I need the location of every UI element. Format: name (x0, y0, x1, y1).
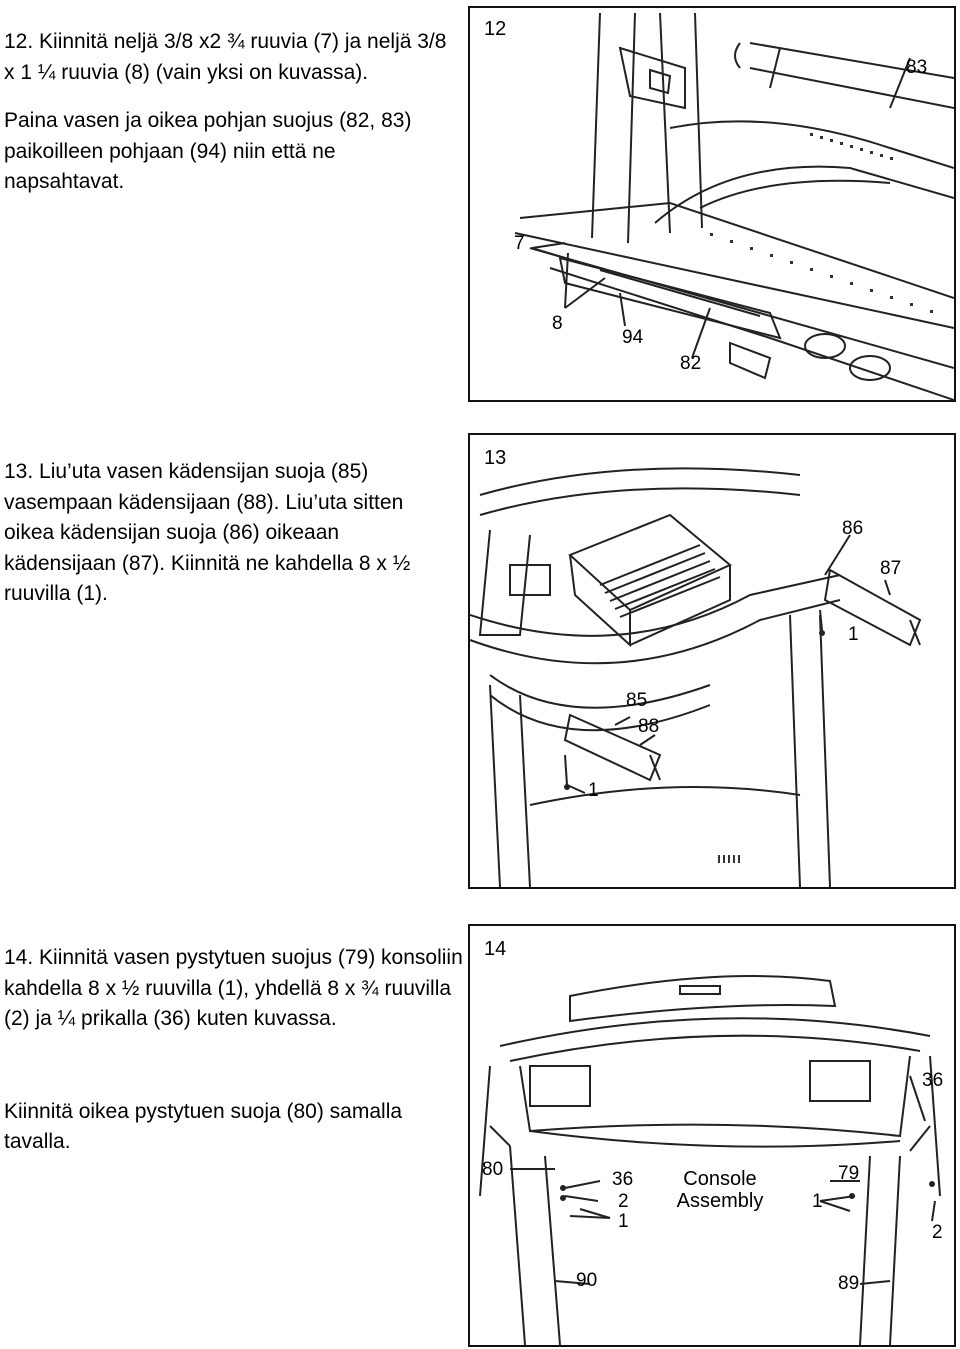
callout-85: 85 (626, 690, 648, 711)
step-12-paragraph-2: Paina vasen ja oikea pohjan suojus (82, … (4, 109, 412, 193)
callout-2-right: 2 (932, 1222, 943, 1243)
console-assembly-label: Console Assembly (670, 1168, 770, 1212)
callout-87: 87 (880, 558, 902, 579)
callout-7: 7 (514, 233, 525, 254)
callout-36-left: 36 (612, 1169, 634, 1190)
console-label-line-1: Console (683, 1168, 757, 1190)
figure-13: 13 86 87 1 85 88 1 (468, 433, 956, 889)
callout-83: 83 (906, 57, 928, 78)
callout-86: 86 (842, 518, 864, 539)
callout-79: 79 (838, 1163, 860, 1184)
figure-14-number: 14 (484, 938, 507, 960)
figure-12: 12 83 7 8 94 82 (468, 6, 956, 402)
callout-94: 94 (622, 327, 644, 348)
callout-89: 89 (838, 1273, 860, 1294)
figure-13-number: 13 (484, 447, 507, 469)
step-12-instructions: 12. Kiinnitä neljä 3/8 x2 ¾ ruuvia (7) j… (4, 27, 454, 198)
callout-1-left: 1 (618, 1211, 629, 1232)
figure-12-drawing (514, 12, 954, 400)
callout-2-left: 2 (618, 1191, 629, 1212)
step-13-paragraph-1: 13. Liu’uta vasen kädensijan suoja (85) … (4, 460, 411, 605)
step-13-instructions: 13. Liu’uta vasen kädensijan suoja (85) … (4, 457, 454, 610)
figure-13-drawing (470, 467, 922, 887)
callout-1-right: 1 (848, 624, 859, 645)
figure-14-drawing (479, 975, 941, 1345)
callout-88: 88 (638, 716, 660, 737)
step-14-paragraph-1: 14. Kiinnitä vasen pystytuen suojus (79)… (4, 946, 463, 1030)
callout-1-right: 1 (812, 1191, 823, 1212)
step-12-paragraph-1: 12. Kiinnitä neljä 3/8 x2 ¾ ruuvia (7) j… (4, 30, 447, 84)
callout-36-right: 36 (922, 1070, 944, 1091)
figure-14: 14 36 80 36 2 1 Console Assembly 79 1 2 … (468, 924, 956, 1347)
step-14-paragraph-2: Kiinnitä oikea pystytuen suoja (80) sama… (4, 1099, 403, 1154)
callout-80: 80 (482, 1159, 504, 1180)
callout-82: 82 (680, 353, 702, 374)
step-14-instructions: 14. Kiinnitä vasen pystytuen suojus (79)… (4, 943, 464, 1158)
console-label-line-2: Assembly (676, 1190, 764, 1212)
callout-8: 8 (552, 313, 563, 334)
callout-90: 90 (576, 1270, 598, 1291)
figure-12-number: 12 (484, 18, 507, 40)
callout-1-left: 1 (588, 780, 599, 801)
